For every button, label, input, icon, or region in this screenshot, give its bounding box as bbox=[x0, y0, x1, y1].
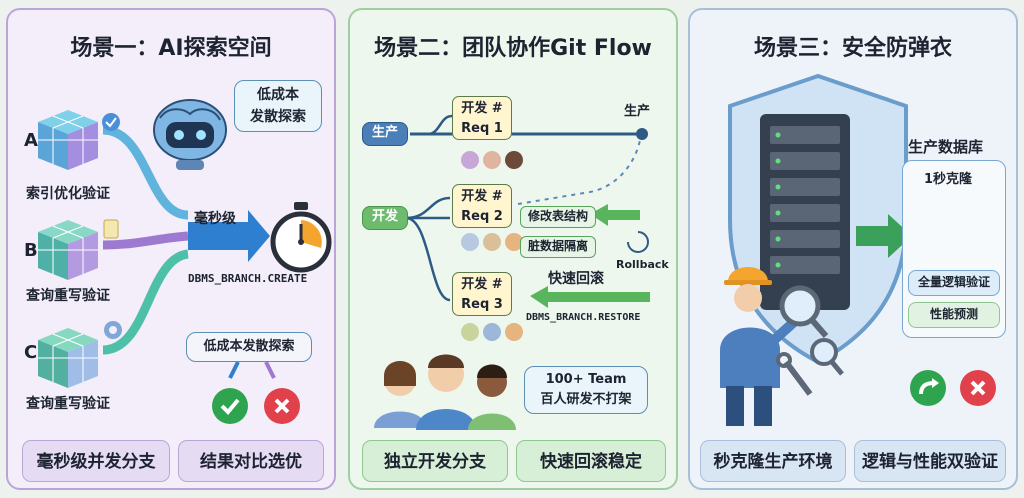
panel-git-flow: 场景二：团队协作Git Flow bbox=[348, 8, 678, 490]
panel1-graphics bbox=[38, 99, 332, 388]
req3-line1: 开发 # bbox=[461, 277, 503, 292]
item-label-b: 查询重写验证 bbox=[26, 288, 110, 304]
item-letter-a: A bbox=[24, 130, 38, 151]
dev-label: 开发 bbox=[362, 206, 408, 230]
cube-icon-c bbox=[38, 328, 98, 388]
quick-rollback-label: 快速回滚 bbox=[548, 271, 604, 287]
flow-arrow-c bbox=[102, 249, 190, 355]
req-card-2: 开发 # Req 2 bbox=[452, 184, 512, 228]
req1-line2: Req 1 bbox=[461, 121, 503, 136]
magnifier-icon bbox=[779, 285, 829, 338]
engineer-icon bbox=[720, 267, 798, 426]
panel-safety-armor: 场景三：安全防弹衣 bbox=[688, 8, 1018, 490]
bottom-label-parallel: 毫秒级并发分支 bbox=[22, 440, 170, 482]
merge-dashed-line bbox=[517, 139, 641, 205]
req-card-3: 开发 # Req 3 bbox=[452, 272, 512, 316]
team-people-icon bbox=[374, 354, 516, 430]
check-logic-label: 全量逻辑验证 bbox=[908, 270, 1000, 296]
cube-icon-a bbox=[38, 110, 98, 170]
cost-bubble: 低成本 发散探索 bbox=[234, 80, 322, 132]
restore-arrow bbox=[530, 286, 650, 308]
team-bubble: 100+ Team 百人研发不打架 bbox=[524, 366, 648, 414]
flow-arrow-b bbox=[102, 231, 189, 250]
team-avatars-req3 bbox=[461, 323, 523, 341]
rollback-label: Rollback bbox=[616, 258, 669, 271]
req3-line2: Req 3 bbox=[461, 297, 503, 312]
proceed-icon bbox=[910, 370, 946, 406]
prod-end-label: 生产 bbox=[624, 104, 651, 119]
req1-line1: 开发 # bbox=[461, 101, 503, 116]
clone-label: 1秒克隆 bbox=[924, 172, 973, 187]
panel-ai-exploration: 场景一：AI探索空间 bbox=[6, 8, 336, 490]
clone-arrow bbox=[856, 214, 912, 258]
rollback-icon bbox=[627, 231, 649, 253]
modify-schema-label: 修改表结构 bbox=[520, 206, 596, 228]
prod-end-node bbox=[636, 128, 648, 140]
prod-label: 生产 bbox=[362, 122, 408, 146]
item-letter-c: C bbox=[24, 342, 38, 363]
panel2-title: 场景二：团队协作Git Flow bbox=[374, 36, 652, 61]
item-letter-b: B bbox=[24, 240, 38, 261]
explore-box: 低成本发散探索 bbox=[186, 332, 312, 362]
prod-db-title: 生产数据库 bbox=[908, 138, 984, 156]
panel1-title: 场景一：AI探索空间 bbox=[70, 36, 272, 61]
req2-line1: 开发 # bbox=[461, 189, 503, 204]
cube-icon-b bbox=[38, 220, 98, 280]
cross-icon bbox=[264, 388, 300, 424]
create-command: DBMS_BRANCH.CREATE bbox=[188, 272, 308, 285]
check-icon bbox=[212, 388, 248, 424]
wrench-icon bbox=[776, 352, 813, 396]
bottom-label-clone: 秒克隆生产环境 bbox=[700, 440, 846, 482]
stopwatch-icon bbox=[270, 202, 332, 273]
dirty-data-label: 脏数据隔离 bbox=[520, 236, 596, 258]
team-avatars-req2 bbox=[461, 233, 523, 251]
server-rack-icon bbox=[760, 114, 850, 310]
req-card-1: 开发 # Req 1 bbox=[452, 96, 512, 140]
item-label-a: 索引优化验证 bbox=[26, 186, 110, 202]
item-label-c: 查询重写验证 bbox=[26, 396, 110, 412]
modify-arrow bbox=[590, 204, 640, 226]
small-magnifier-icon bbox=[810, 338, 844, 376]
document-icon bbox=[103, 219, 119, 239]
reject-icon bbox=[960, 370, 996, 406]
speed-arrow bbox=[188, 210, 270, 262]
panel2-graphics bbox=[374, 114, 650, 430]
panel3-title: 场景三：安全防弹衣 bbox=[753, 36, 952, 61]
bottom-label-rollback: 快速回滚稳定 bbox=[516, 440, 666, 482]
restore-command: DBMS_BRANCH.RESTORE bbox=[526, 312, 641, 323]
check-badge-icon bbox=[102, 113, 120, 131]
speed-label: 毫秒级 bbox=[194, 211, 236, 227]
check-perf-label: 性能预测 bbox=[908, 302, 1000, 328]
flow-arrow-a bbox=[102, 125, 189, 220]
team-avatars-req1 bbox=[461, 151, 523, 169]
req2-line2: Req 2 bbox=[461, 209, 503, 224]
bottom-label-branch: 独立开发分支 bbox=[362, 440, 508, 482]
robot-brain-icon bbox=[153, 99, 227, 170]
bottom-label-verify: 逻辑与性能双验证 bbox=[854, 440, 1006, 482]
bottom-label-compare: 结果对比选优 bbox=[178, 440, 324, 482]
